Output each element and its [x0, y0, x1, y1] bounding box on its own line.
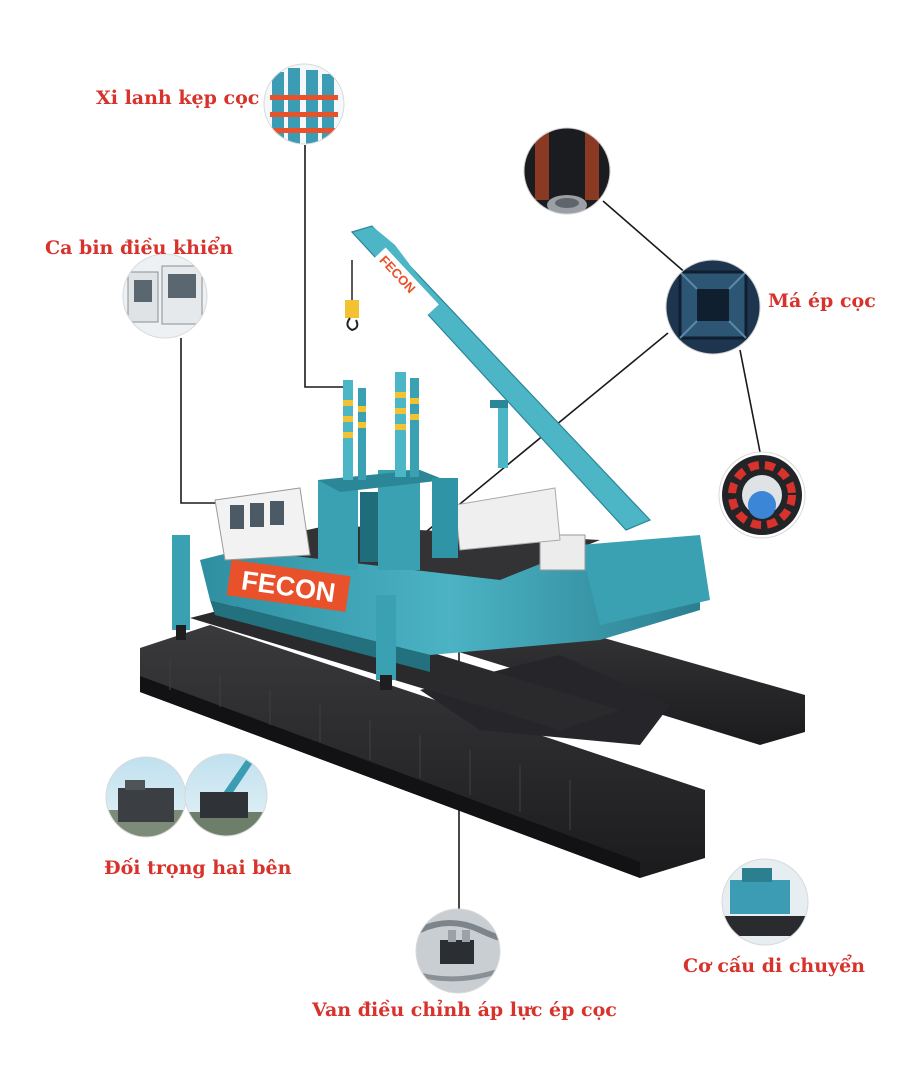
label-pressure-valve: Van điều chỉnh áp lực ép cọc	[312, 999, 617, 1021]
valve-thumb-icon	[415, 908, 501, 994]
label-control-cabin: Ca bin điều khiển	[45, 237, 234, 259]
label-pile-jaws: Má ép cọc	[768, 290, 876, 312]
leader-line-jaw-interior	[602, 200, 689, 276]
jaw-interior-thumb-icon	[523, 127, 611, 215]
clamp-cylinders	[343, 372, 419, 480]
label-clamp-cylinders: Xi lanh kẹp cọc	[96, 87, 260, 109]
label-travel-mechanism: Cơ cấu di chuyển	[683, 955, 865, 977]
left-travel-beam	[140, 625, 705, 878]
jaw-square-thumb-icon	[665, 259, 761, 355]
jaw-ring-thumb-icon	[718, 451, 806, 539]
cabin-thumb-icon	[122, 253, 208, 339]
leader-line-jaw-ring	[739, 349, 761, 453]
leader-line-clamp-cylinders	[304, 145, 345, 388]
travel-mechanism-thumb-icon	[721, 858, 809, 946]
clamp-cylinder-thumb-icon	[263, 63, 345, 145]
label-side-counterweights: Đối trọng hai bên	[104, 857, 292, 879]
leader-line-cabin	[180, 338, 232, 504]
pile-press-machine: FECON FECON	[140, 225, 805, 878]
counterweight-thumb-icon	[105, 753, 268, 838]
